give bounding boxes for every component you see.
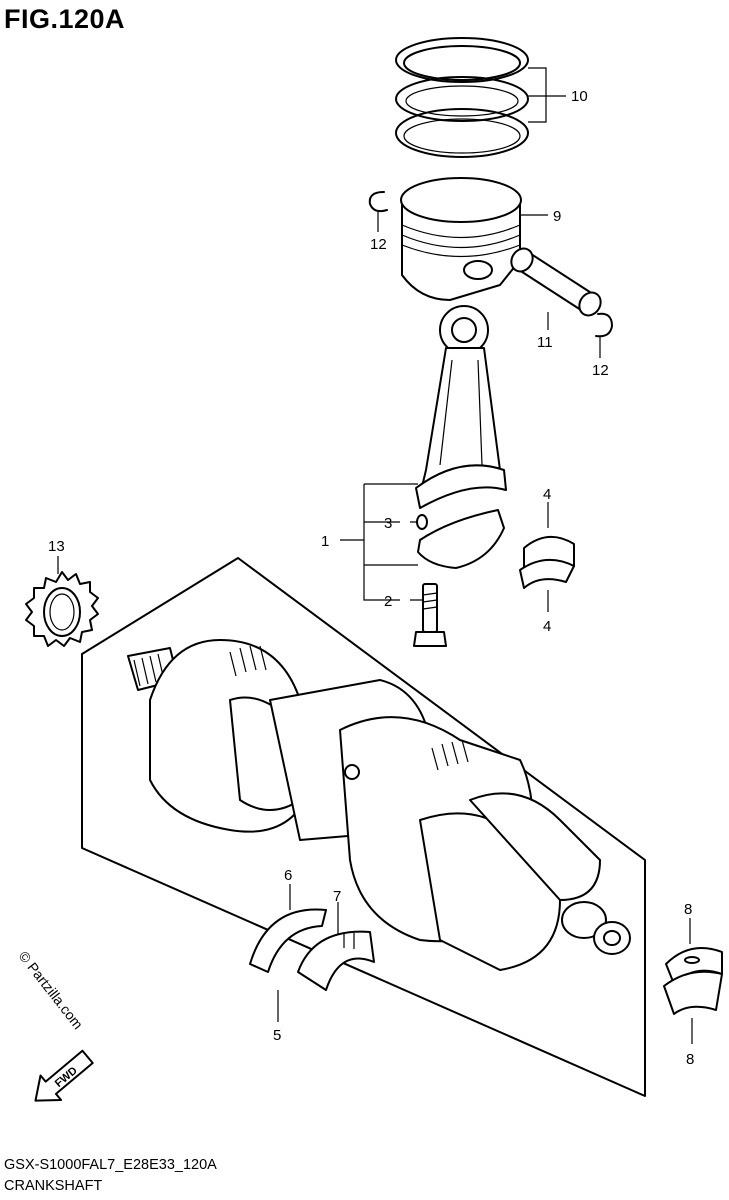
callout-10: 10 [571, 88, 588, 105]
callout-4-bottom: 4 [543, 618, 551, 635]
callout-8-top: 8 [684, 901, 692, 918]
thrust-bearing-6 [249, 908, 327, 973]
conrod-bolt [413, 583, 447, 647]
circlip-right [595, 312, 613, 338]
callout-labels: 10 9 12 11 12 3 1 2 4 4 13 6 7 5 8 8 [48, 88, 694, 1068]
leader-lines [57, 67, 693, 1044]
thrust-bearing-7 [297, 930, 375, 991]
callout-3: 3 [384, 515, 392, 532]
callout-5: 5 [273, 1027, 281, 1044]
piston-rings [395, 37, 529, 158]
crankshaft-bearing [663, 947, 723, 1015]
callout-12-right: 12 [592, 362, 609, 379]
callout-7: 7 [333, 888, 341, 905]
callout-8-bottom: 8 [686, 1051, 694, 1068]
partzilla-watermark: © Partzilla.com [16, 948, 87, 1032]
piston [400, 177, 522, 301]
piston-pin [510, 247, 602, 317]
circlip-left [368, 191, 388, 213]
callout-1: 1 [321, 533, 329, 550]
callout-13: 13 [48, 538, 65, 555]
fwd-arrow: FWD [34, 1049, 94, 1102]
crank-sprocket [25, 571, 99, 647]
callout-6: 6 [284, 867, 292, 884]
section-name: CRANKSHAFT [4, 1178, 103, 1194]
callout-12-left: 12 [370, 236, 387, 253]
callout-11: 11 [537, 334, 553, 351]
conrod-bearing [519, 536, 575, 589]
callout-4-top: 4 [543, 486, 551, 503]
connecting-rod [415, 305, 507, 569]
crankshaft [127, 639, 631, 971]
crankshaft-frame [81, 557, 646, 1097]
model-code: GSX-S1000FAL7_E28E33_120A [4, 1157, 217, 1173]
callout-9: 9 [553, 208, 561, 225]
callout-2: 2 [384, 593, 392, 610]
figure-title: FIG.120A [4, 4, 126, 34]
